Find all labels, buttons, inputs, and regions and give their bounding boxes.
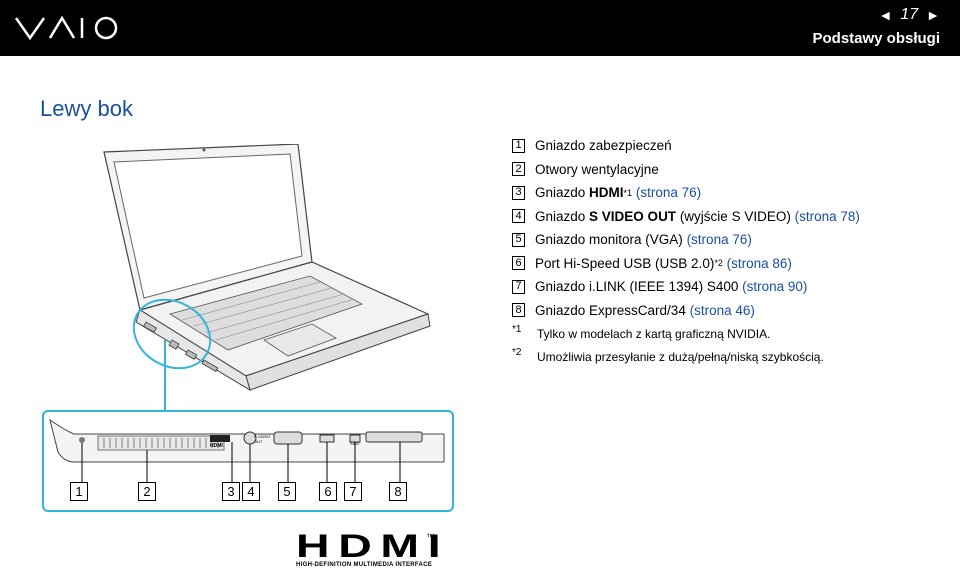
legend-number: 2 (512, 162, 525, 177)
legend-text-bold: S VIDEO OUT (589, 208, 677, 224)
page-title: Lewy bok (40, 96, 133, 121)
left-side-detail-panel (42, 410, 454, 512)
ilink-port-label: S400 (350, 441, 360, 446)
hdmi-port-label: HDMI (210, 443, 223, 449)
footnote-mark: *1 (512, 324, 522, 335)
section-title: Podstawy obsługi (812, 30, 940, 47)
page-navigation: ◄ 17 ► (878, 6, 940, 24)
footnote-mark: *2 (512, 347, 522, 358)
footnote-text: Umożliwia przesyłanie z dużą/pełną/niską… (537, 349, 824, 364)
legend-text: Otwory wentylacyjne (535, 161, 659, 177)
laptop-illustration (103, 144, 431, 392)
legend-item: 6 Port Hi-Speed USB (USB 2.0)*2 (strona … (512, 252, 860, 276)
header-bar: ◄ 17 ► Podstawy obsługi (0, 0, 960, 56)
legend-number: 1 (512, 138, 525, 153)
hdmi-logo: HDMI ™ HIGH-DEFINITION MULTIMEDIA INTERF… (296, 530, 441, 568)
page-link[interactable]: (strona 86) (726, 255, 792, 271)
callout-connector (164, 340, 166, 412)
legend-number: 5 (512, 232, 525, 247)
footnote-ref: *2 (714, 258, 723, 269)
hdmi-logo-tagline: HIGH-DEFINITION MULTIMEDIA INTERFACE (296, 562, 433, 568)
callout-number: 3 (222, 482, 240, 501)
page-number: 17 (900, 6, 919, 23)
vaio-logo (14, 15, 118, 41)
legend-text-bold: HDMI (589, 185, 624, 201)
expresscard-slot (365, 431, 423, 443)
legend-number: 7 (512, 279, 525, 294)
usb-port (319, 434, 335, 443)
legend-item: 7 Gniazdo i.LINK (IEEE 1394) S400 (stron… (512, 275, 860, 299)
callout-number: 2 (138, 482, 156, 501)
footnote-ref: *1 (623, 187, 633, 198)
legend-list: 1 Gniazdo zabezpieczeń 2 Otwory wentylac… (512, 134, 860, 368)
page-link[interactable]: (strona 46) (689, 302, 755, 318)
svideo-port-label: S VIDEO OUT (254, 434, 271, 444)
legend-item: 4 Gniazdo S VIDEO OUT (wyjście S VIDEO) … (512, 205, 860, 229)
legend-number: 3 (512, 185, 525, 200)
vent-grille (97, 435, 225, 451)
page-link[interactable]: (strona 78) (794, 208, 860, 224)
legend-item: 5 Gniazdo monitora (VGA) (strona 76) (512, 228, 860, 252)
security-slot-icon (79, 437, 85, 443)
legend-item: 2 Otwory wentylacyjne (512, 158, 860, 182)
callout-number: 4 (242, 482, 260, 501)
legend-text-pre: Port Hi-Speed USB (USB 2.0) (535, 255, 715, 271)
page-link[interactable]: (strona 76) (635, 185, 702, 201)
page-link[interactable]: (strona 90) (742, 279, 808, 295)
hdmi-port (210, 435, 230, 442)
legend-text-post: (wyjście S VIDEO) (676, 208, 795, 224)
page-link[interactable]: (strona 76) (686, 232, 752, 248)
legend-number: 8 (512, 303, 525, 318)
legend-text-pre: Gniazdo (535, 208, 590, 224)
legend-item: 1 Gniazdo zabezpieczeń (512, 134, 860, 158)
legend-item: 3 Gniazdo HDMI*1 (strona 76) (512, 181, 860, 205)
legend-number: 6 (512, 256, 525, 271)
legend-text-pre: Gniazdo monitora (VGA) (535, 232, 687, 248)
footnote: *2 Umożliwia przesyłanie z dużą/pełną/ni… (512, 345, 860, 368)
legend-text: Gniazdo zabezpieczeń (535, 138, 672, 154)
footnote-text: Tylko w modelach z kartą graficzną NVIDI… (537, 326, 771, 341)
callout-number: 1 (70, 482, 88, 501)
legend-text-pre: Gniazdo ExpressCard/34 (535, 302, 690, 318)
hdmi-logo-word: HDMI (296, 528, 450, 564)
callout-number: 6 (319, 482, 337, 501)
previous-page-arrow[interactable]: ◄ (878, 7, 893, 23)
vga-port (273, 431, 303, 445)
left-side-ports-drawing (49, 418, 445, 482)
legend-text-pre: Gniazdo i.LINK (IEEE 1394) S400 (535, 279, 743, 295)
legend-item: 8 Gniazdo ExpressCard/34 (strona 46) (512, 299, 860, 323)
next-page-arrow[interactable]: ► (926, 7, 940, 23)
hdmi-logo-tm: ™ (426, 532, 435, 542)
footnote: *1 Tylko w modelach z kartą graficzną NV… (512, 322, 860, 345)
legend-number: 4 (512, 209, 525, 224)
legend-text-pre: Gniazdo (535, 185, 590, 201)
callout-number: 7 (344, 482, 362, 501)
callout-number: 5 (278, 482, 296, 501)
callout-number: 8 (389, 482, 407, 501)
